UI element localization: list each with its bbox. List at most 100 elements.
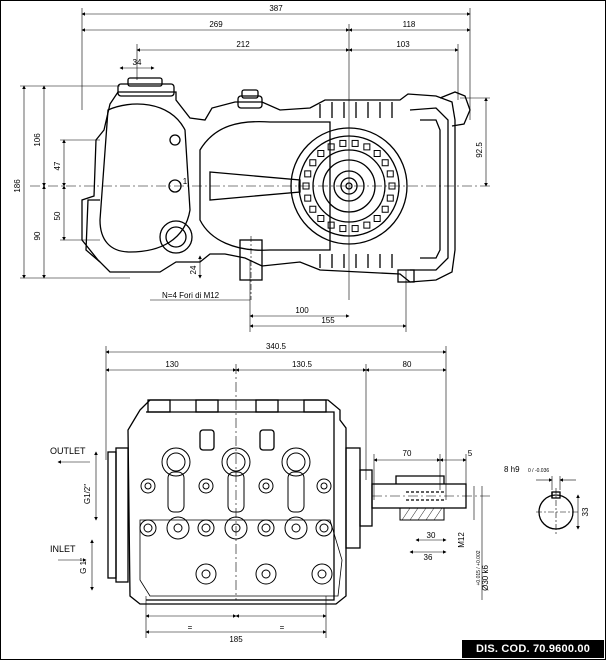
dim-vertical-a: 47 xyxy=(53,161,62,170)
stud-hole-inner xyxy=(144,482,152,490)
dim-mid-span: 212 xyxy=(236,40,250,49)
front-pump-body xyxy=(107,399,467,605)
bolt-head xyxy=(327,143,335,151)
bolt-head xyxy=(373,214,381,222)
suction-port xyxy=(166,516,190,540)
dim-left-span: 269 xyxy=(209,20,223,29)
stud-hole xyxy=(140,478,156,494)
suction-port xyxy=(315,519,333,537)
suction-port xyxy=(257,519,275,537)
bolt-head xyxy=(339,139,347,147)
valve-cap-inner xyxy=(286,452,306,472)
bolt-head xyxy=(302,182,310,190)
stud-hole xyxy=(198,478,214,494)
dim-front-overall-width: 340.5 xyxy=(266,342,287,351)
drawing-code: DIS. COD. 70.9600.00 xyxy=(462,640,604,658)
bolt-head xyxy=(327,221,335,229)
dim-vertical-total: 186 xyxy=(13,179,22,193)
valve-cap xyxy=(221,447,251,477)
suction-port-inner xyxy=(201,523,211,533)
suction-port xyxy=(197,519,215,537)
key-section xyxy=(536,476,580,534)
bolt-head xyxy=(309,159,317,167)
top-dimension-lines xyxy=(20,8,490,332)
inlet-label: INLET xyxy=(50,544,76,554)
bolt-head xyxy=(317,150,325,158)
valve-ports xyxy=(139,447,333,585)
bolt-head xyxy=(304,170,312,178)
bolt-head xyxy=(386,170,394,178)
dim-shaft-span: 103 xyxy=(396,40,410,49)
dim-eq-right: = xyxy=(280,623,285,632)
dim-front-left-span: 130 xyxy=(165,360,179,369)
top-view xyxy=(20,8,490,332)
suction-port xyxy=(224,516,248,540)
front-dimension-lines xyxy=(57,346,490,638)
dim-marker: 1 xyxy=(183,177,188,186)
bolt-head xyxy=(309,205,317,213)
stud-hole-inner xyxy=(320,482,328,490)
valve-cap xyxy=(161,447,191,477)
outlet-label: OUTLET xyxy=(50,446,86,456)
valve-cap-inner xyxy=(226,452,246,472)
valve-cap-inner xyxy=(166,452,186,472)
dim-vertical-upper: 106 xyxy=(33,133,42,147)
bolt-head xyxy=(363,221,371,229)
dim-front-right-span: 80 xyxy=(403,360,412,369)
dim-vertical-lower: 90 xyxy=(33,231,42,240)
dim-inlet-thread: G 1" xyxy=(79,558,88,574)
suction-port-inner xyxy=(173,523,183,533)
bolt-head xyxy=(317,214,325,222)
valve-channel xyxy=(287,471,305,513)
bolt-head xyxy=(381,159,389,167)
dim-shaft-height: 92.5 xyxy=(475,142,484,158)
dim-key-section: 8 h9 xyxy=(504,465,520,474)
dim-outlet-thread: G1/2" xyxy=(83,484,92,504)
stud-hole xyxy=(258,478,274,494)
suction-port xyxy=(284,516,308,540)
dim-right-span: 118 xyxy=(403,20,416,29)
dim-vertical-b: 50 xyxy=(53,211,62,220)
dim-port-span: 34 xyxy=(133,58,142,67)
dim-thread: M12 xyxy=(457,532,466,548)
valve-channel xyxy=(227,471,245,513)
top-view-labels: 387 269 118 212 103 34 186 106 90 47 50 … xyxy=(13,4,484,325)
shaft-hatching xyxy=(401,507,443,521)
dim-shaft-tol: +0.015 / +0.002 xyxy=(476,550,482,585)
bolt-head xyxy=(363,143,371,151)
bolt-head xyxy=(351,139,359,147)
dim-foot-height: 24 xyxy=(189,265,198,274)
bolt-head xyxy=(388,182,396,190)
top-pump-body xyxy=(81,77,471,300)
dim-key-width: 30 xyxy=(427,531,436,540)
bolt-head xyxy=(373,150,381,158)
dim-eq-left: = xyxy=(188,623,193,632)
suction-port-inner xyxy=(143,523,153,533)
bolt-head xyxy=(381,205,389,213)
dim-holes-center: 100 xyxy=(295,306,309,315)
valve-cap xyxy=(281,447,311,477)
front-view xyxy=(57,346,580,638)
dim-bottom-span: 185 xyxy=(229,635,243,644)
dim-key-height: 33 xyxy=(581,507,590,516)
dim-key-offset: 5 xyxy=(468,449,473,458)
stud-hole-inner xyxy=(202,482,210,490)
bolt-head xyxy=(386,194,394,202)
lower-stud-inner xyxy=(201,569,211,579)
dim-shaft-dia: Ø30 k6 xyxy=(481,565,490,591)
suction-port-inner xyxy=(319,523,329,533)
dim-key-tol: 0 / -0.036 xyxy=(528,468,549,474)
suction-port-inner xyxy=(291,523,301,533)
bolt-head xyxy=(339,225,347,233)
dim-overall-width: 387 xyxy=(269,4,283,13)
lower-stud-inner xyxy=(317,569,327,579)
dim-holes-span: 155 xyxy=(321,316,335,325)
lower-stud xyxy=(311,563,333,585)
stud-hole xyxy=(316,478,332,494)
crank-bolt-circle xyxy=(302,139,396,233)
suction-port xyxy=(139,519,157,537)
lower-stud xyxy=(195,563,217,585)
suction-port-inner xyxy=(261,523,271,533)
dim-thread-depth: 36 xyxy=(424,553,433,562)
